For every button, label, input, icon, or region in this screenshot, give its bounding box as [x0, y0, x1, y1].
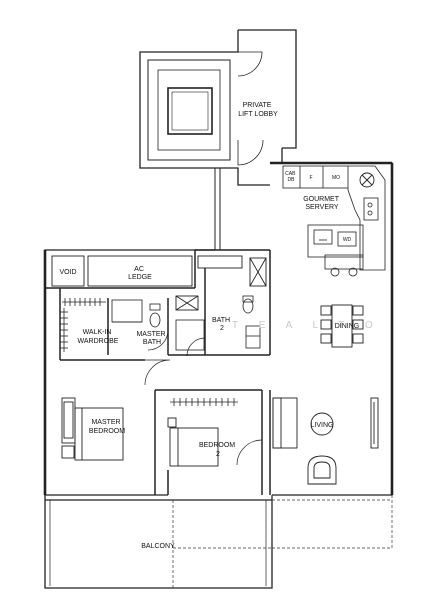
bedroom-furniture — [61, 397, 219, 467]
label-walk-in-wardrobe-line2: WARDROBE — [78, 338, 119, 345]
balcony-glazing — [49, 500, 267, 586]
watermark: T E A L T O — [232, 320, 382, 331]
label-microwave-oven: MO — [332, 175, 340, 181]
label-living: LIVING — [311, 422, 334, 429]
label-dining: DINING — [335, 323, 360, 330]
label-bedroom-2-line2: 2 — [216, 451, 220, 458]
label-ac-ledge-line1: AC — [134, 266, 144, 273]
dining-table-icon — [320, 304, 364, 348]
label-cab-db-line2: DB — [288, 177, 296, 183]
label-fridge: F — [309, 175, 312, 181]
label-gourmet-servery-line1: GOURMET — [303, 196, 340, 203]
lobby-doors — [237, 51, 264, 166]
label-walk-in-wardrobe: WALK-IN WARDROBE — [78, 329, 119, 345]
label-gourmet-servery-line2: SERVERY — [305, 204, 339, 211]
label-void: VOID — [59, 269, 76, 276]
walls — [44, 29, 393, 589]
label-master-bedroom-line1: MASTER — [91, 419, 120, 426]
void-ac-ledge — [51, 255, 267, 311]
interior-doors — [144, 329, 263, 466]
label-bath-2-line2: 2 — [220, 325, 224, 332]
label-master-bath-line2: BATH — [143, 339, 161, 346]
kitchen-counter — [282, 165, 386, 277]
label-master-bedroom: MASTER BEDROOM — [89, 419, 125, 435]
label-bath-2: BATH 2 — [212, 317, 232, 332]
label-cab-db-line1: CAB — [285, 171, 296, 177]
corridor-link — [214, 168, 221, 250]
label-ac-ledge-line2: LEDGE — [128, 274, 152, 281]
label-master-bedroom-line2: BEDROOM — [89, 428, 125, 435]
label-washer-dryer: WD — [343, 237, 352, 243]
label-bedroom-2: BEDROOM 2 — [199, 442, 237, 458]
structural-walls — [43, 161, 394, 495]
wardrobe-hatching — [60, 298, 238, 406]
label-private-lift-lobby-line1: PRIVATE — [243, 102, 272, 109]
label-master-bath: MASTER BATH — [136, 331, 167, 346]
label-bath-2-line1: BATH — [212, 317, 230, 324]
dashed-lines — [172, 495, 393, 588]
interior-walls — [45, 249, 271, 495]
label-balcony: BALCONY — [141, 543, 175, 550]
label-master-bath-line1: MASTER — [136, 331, 165, 338]
label-cab-db: CAB DB — [285, 171, 297, 183]
label-bedroom-2-line1: BEDROOM — [199, 442, 235, 449]
living-furniture — [272, 397, 379, 485]
bath-fixtures — [111, 295, 261, 351]
label-ac-ledge: AC LEDGE — [128, 266, 152, 281]
lift-core — [147, 59, 231, 161]
extractor-icon — [359, 172, 375, 188]
label-private-lift-lobby-line2: LIFT LOBBY — [238, 111, 278, 118]
label-walk-in-wardrobe-line1: WALK-IN — [83, 329, 112, 336]
label-private-lift-lobby: PRIVATE LIFT LOBBY — [238, 102, 278, 118]
label-gourmet-servery: GOURMET SERVERY — [303, 196, 341, 211]
